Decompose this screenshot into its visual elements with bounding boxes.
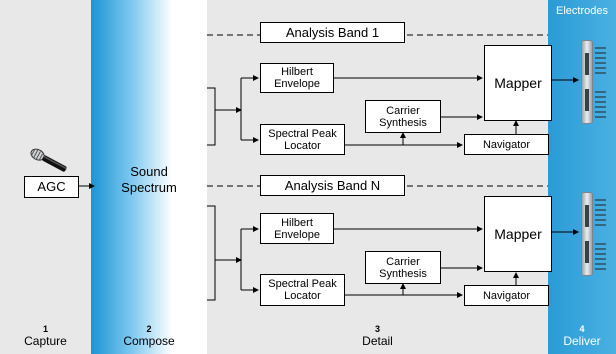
analysis-band-1-box: Analysis Band 1: [260, 22, 405, 43]
stage-deliver: 4 Deliver: [548, 324, 616, 348]
band-n-lines: [207, 205, 579, 301]
mapper-n-label: Mapper: [494, 226, 542, 242]
navigator-n-box: Navigator: [464, 285, 549, 306]
stage-compose: 2 Compose: [91, 324, 207, 348]
electrode-array-icon-2: [581, 192, 593, 276]
agc-box: AGC: [24, 176, 79, 198]
compose-column: [91, 0, 207, 354]
mapper-1-box: Mapper: [484, 45, 552, 121]
navigator-n-label: Navigator: [482, 289, 531, 302]
stage-capture: 1 Capture: [0, 324, 91, 348]
analysis-band-n-box: Analysis Band N: [260, 175, 405, 196]
band-1-lines: [207, 75, 579, 148]
sound-spectrum-label: Sound Spectrum: [121, 164, 177, 195]
hilbert-envelope-1-box: Hilbert Envelope: [260, 63, 334, 93]
mapper-1-label: Mapper: [494, 75, 542, 91]
stage-2-name: Compose: [123, 334, 175, 348]
stage-1-name: Capture: [24, 334, 67, 348]
stage-4-number: 4: [579, 324, 585, 334]
agc-label: AGC: [37, 179, 66, 194]
carrier-synthesis-n-box: Carrier Synthesis: [365, 251, 441, 284]
spectral-peak-locator-1-box: Spectral Peak Locator: [260, 124, 345, 155]
electrode-array-icon: [581, 40, 593, 124]
analysis-band-1-title: Analysis Band 1: [285, 24, 380, 40]
stage-3-number: 3: [374, 324, 380, 334]
electrodes-label: Electrodes: [556, 5, 608, 17]
stage-1-number: 1: [42, 324, 48, 334]
navigator-1-box: Navigator: [464, 134, 549, 155]
carrier-synthesis-1-box: Carrier Synthesis: [365, 100, 441, 133]
stage-2-number: 2: [146, 324, 152, 334]
analysis-band-n-title: Analysis Band N: [284, 177, 381, 193]
navigator-1-label: Navigator: [482, 138, 531, 151]
stage-4-name: Deliver: [563, 334, 601, 348]
spectral-peak-locator-n-box: Spectral Peak Locator: [260, 274, 345, 306]
stage-3-name: Detail: [362, 334, 393, 348]
stage-detail: 3 Detail: [207, 324, 548, 348]
microphone-icon: [30, 148, 67, 172]
hilbert-envelope-n-box: Hilbert Envelope: [260, 213, 334, 244]
mapper-n-box: Mapper: [484, 196, 552, 272]
